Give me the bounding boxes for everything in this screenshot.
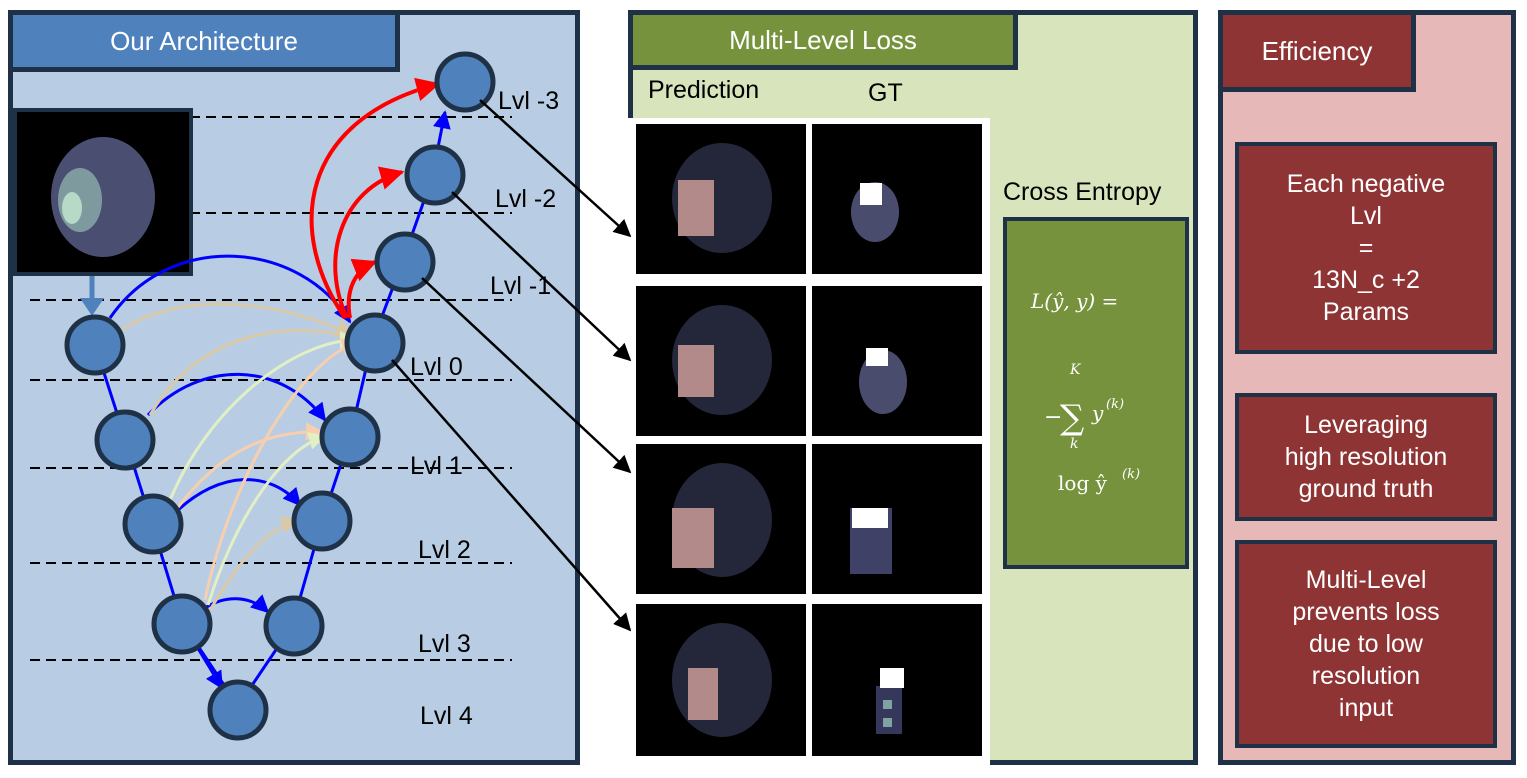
- node-lvl-neg1: [374, 231, 436, 293]
- dense-connections: [121, 302, 360, 611]
- architecture-title: Our Architecture: [8, 10, 400, 72]
- level-label-neg3: Lvl -3: [498, 87, 559, 115]
- prediction-overlay: [678, 345, 714, 397]
- formula-log: log ŷ: [1058, 471, 1108, 495]
- efficiency-title: Efficiency: [1218, 10, 1416, 92]
- node-lvl-4: [207, 679, 269, 741]
- node-lvl-3-encoder: [151, 593, 213, 655]
- efficiency-box-ground-truth: Leveraging high resolution ground truth: [1235, 393, 1497, 521]
- input-arrowhead: [80, 298, 104, 316]
- red-edge: [346, 258, 378, 319]
- cross-entropy-label: Cross Entropy: [1003, 178, 1162, 206]
- formula-box: [1003, 217, 1189, 569]
- dense-edge: [208, 516, 300, 611]
- formula-line1: L(ŷ, y) =: [1030, 289, 1118, 313]
- formula-upper: K: [1069, 362, 1082, 378]
- gt-column-label: GT: [868, 79, 903, 107]
- efficiency-text: resolution: [1311, 662, 1421, 690]
- output-arrow: [479, 99, 632, 238]
- prediction-overlay: [672, 508, 714, 568]
- prediction-column-label: Prediction: [648, 76, 759, 104]
- efficiency-text: Params: [1322, 298, 1410, 326]
- formula-minus: −: [1044, 405, 1062, 430]
- brain-shape: [672, 623, 772, 737]
- node-lvl-neg2: [404, 144, 466, 206]
- skip-edge: [204, 594, 270, 614]
- efficiency-text: ground truth: [1298, 475, 1434, 503]
- gt-image-1: [812, 124, 982, 274]
- gt-image-3: [812, 444, 982, 594]
- efficiency-text: prevents loss: [1292, 598, 1440, 626]
- node-lvl-1-encoder: [94, 409, 156, 471]
- node-lvl-2-decoder: [291, 490, 353, 552]
- red-edge: [309, 77, 441, 320]
- formula-sum: ∑: [1060, 398, 1084, 438]
- network-nodes: [64, 51, 496, 741]
- gt-highlight: [880, 668, 904, 688]
- output-arrow: [451, 191, 632, 362]
- formula-log-sup: (k): [1122, 467, 1140, 482]
- dense-edge: [174, 422, 324, 511]
- input-scan-image: [13, 108, 193, 276]
- efficiency-text: Each negative: [1286, 170, 1446, 198]
- node-lvl-1-decoder: [319, 406, 381, 468]
- efficiency-text: due to low: [1309, 630, 1423, 658]
- skip-edge: [108, 254, 352, 324]
- node-lvl-2-encoder: [122, 493, 184, 555]
- dense-edge: [121, 302, 354, 337]
- level-label-2: Lvl 2: [418, 536, 471, 564]
- skip-connections: [108, 254, 352, 614]
- level-label-0: Lvl 0: [410, 353, 463, 381]
- level-label-neg2: Lvl -2: [495, 185, 556, 213]
- formula-term: y: [1091, 401, 1104, 425]
- efficiency-text: =: [1358, 234, 1374, 262]
- level-label-4: Lvl 4: [420, 702, 473, 730]
- node-lvl-3-decoder: [263, 595, 325, 657]
- efficiency-text: Lvl: [1350, 202, 1382, 230]
- gt-highlight: [860, 183, 882, 205]
- gt-highlight: [852, 508, 888, 528]
- node-lvl-0-encoder: [64, 314, 126, 376]
- formula-lower: k: [1070, 436, 1078, 452]
- node-lvl-0-decoder: [344, 312, 406, 374]
- dense-edge: [148, 325, 357, 416]
- prediction-overlay: [688, 668, 718, 720]
- efficiency-text: 13N_c +2: [1312, 266, 1420, 294]
- red-edge: [333, 166, 405, 319]
- dense-edge: [203, 338, 360, 601]
- gt-detail: [883, 718, 892, 727]
- efficiency-text: Multi-Level: [1305, 566, 1427, 594]
- loss-title: Multi-Level Loss: [628, 10, 1018, 70]
- dense-edge: [206, 432, 327, 606]
- loss-formula: L(ŷ, y) = − ∑ K k y (k) log ŷ (k): [1003, 217, 1189, 569]
- skip-edge: [146, 372, 327, 422]
- efficiency-box-multilevel: Multi-Level prevents loss due to low res…: [1235, 540, 1497, 748]
- upsampling-arrows: [309, 77, 441, 320]
- efficiency-box-params: Each negative Lvl = 13N_c +2 Params: [1235, 142, 1497, 354]
- output-arrows: [391, 99, 632, 632]
- efficiency-text: Leveraging: [1304, 411, 1428, 439]
- prediction-gt-grid: [628, 118, 990, 766]
- level-label-1: Lvl 1: [410, 452, 463, 480]
- formula-term-sup: (k): [1106, 397, 1124, 412]
- output-arrow: [421, 277, 632, 474]
- node-lvl-neg3: [434, 51, 496, 113]
- output-arrow: [391, 359, 632, 632]
- level-label-3: Lvl 3: [418, 630, 471, 658]
- gt-detail: [883, 700, 892, 709]
- efficiency-text: input: [1338, 694, 1394, 722]
- prediction-overlay: [678, 180, 714, 236]
- dense-edge: [166, 331, 358, 506]
- gt-highlight: [866, 348, 888, 366]
- efficiency-text: high resolution: [1284, 443, 1448, 471]
